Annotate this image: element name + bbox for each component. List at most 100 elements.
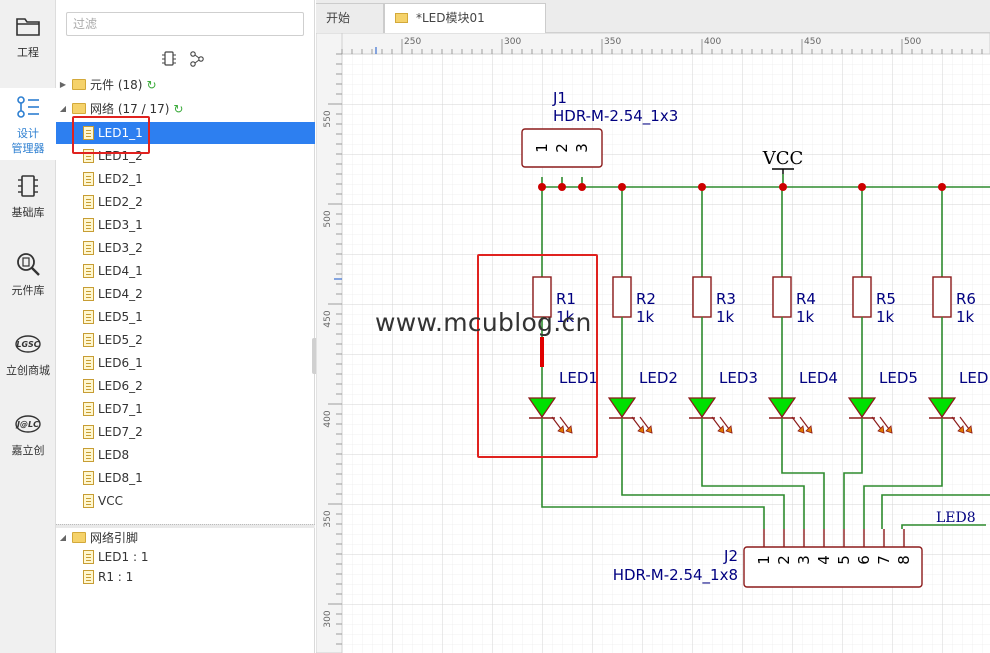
ruler-tick-label: 450	[804, 37, 821, 47]
led-symbol[interactable]	[767, 397, 797, 419]
refresh-icon[interactable]: ↻	[173, 102, 184, 116]
net-pin-label: R1 : 1	[98, 570, 134, 584]
rail-item-jlc[interactable]: J@LC 嘉立创	[0, 410, 56, 470]
resistor-body[interactable]	[772, 276, 792, 318]
left-rail: 工程 设计 管理器 基础库 元件库 LGSC 立创商城 J@LC 嘉立创	[0, 0, 56, 653]
net-item[interactable]: LED2_1	[56, 168, 315, 190]
tree-node-nets[interactable]: ◢ 网络 (17 / 17)↻	[56, 98, 315, 120]
junction-dots	[538, 183, 946, 191]
folder-icon	[16, 18, 40, 36]
ruler-tick-label: 450	[323, 310, 333, 327]
j2-value: HDR-M-2.54_1x8	[613, 566, 738, 585]
led-light-arrow-head	[645, 425, 653, 434]
expand-arrow-icon[interactable]: ▶	[59, 80, 67, 89]
tab-start-label: 开始	[326, 11, 351, 25]
led-ref: LED5	[879, 369, 918, 387]
tab-start[interactable]: 开始	[316, 3, 384, 33]
filter-input[interactable]	[66, 12, 304, 36]
net-item[interactable]: LED8	[56, 444, 315, 466]
refresh-icon[interactable]: ↻	[146, 78, 157, 92]
net-item[interactable]: LED5_2	[56, 329, 315, 351]
rail-item-component-library[interactable]: 元件库	[0, 250, 56, 310]
net-item[interactable]: LED7_1	[56, 398, 315, 420]
net-item[interactable]: LED3_2	[56, 237, 315, 259]
net-item[interactable]: LED6_1	[56, 352, 315, 374]
led-symbol[interactable]	[927, 397, 957, 419]
rail-item-basic-library-label: 基础库	[11, 206, 45, 219]
net-file-icon	[83, 333, 94, 347]
tree-node-components[interactable]: ▶ 元件 (18)↻	[56, 74, 315, 96]
led-ref: LED4	[799, 369, 838, 387]
net-item-label: LED7_2	[98, 425, 143, 439]
net-item-label: LED8_1	[98, 471, 143, 485]
resistor-value: 1k	[716, 308, 735, 326]
tree-node-nets-label: 网络 (17 / 17)	[90, 102, 170, 116]
net-item[interactable]: LED4_1	[56, 260, 315, 282]
led-symbol[interactable]	[607, 397, 637, 419]
net-file-icon	[83, 241, 94, 255]
resistor-ref: R4	[796, 290, 816, 308]
net-item[interactable]: VCC	[56, 490, 315, 512]
net-item[interactable]: LED3_1	[56, 214, 315, 236]
led-symbol[interactable]	[847, 397, 877, 419]
net-item-label: LED6_2	[98, 379, 143, 393]
net-label-led8[interactable]: LED8	[936, 510, 976, 526]
tree-node-net-pins-label: 网络引脚	[90, 531, 139, 545]
wires	[541, 174, 990, 529]
folder-icon	[395, 13, 408, 23]
led-symbol[interactable]	[527, 397, 557, 419]
ruler-tick-label: 300	[504, 37, 521, 47]
rail-item-basic-library[interactable]: 基础库	[0, 172, 56, 232]
folder-icon	[72, 79, 86, 90]
rail-item-lcsc-mall[interactable]: LGSC 立创商城	[0, 330, 56, 390]
net-item-label: VCC	[98, 494, 123, 508]
j2-pin-number: 4	[815, 555, 833, 565]
watermark-text: www.mcublog.cn	[375, 308, 592, 337]
panel-splitter[interactable]	[56, 524, 315, 528]
led-symbol[interactable]	[687, 397, 717, 419]
resistor-body[interactable]	[692, 276, 712, 318]
net-view-icon[interactable]	[190, 51, 204, 67]
net-item[interactable]: LED5_1	[56, 306, 315, 328]
ruler-tick-label: 400	[323, 410, 333, 427]
net-pin-item[interactable]: R1 : 1	[56, 566, 315, 588]
net-item-label: LED3_1	[98, 218, 143, 232]
resistor-body[interactable]	[852, 276, 872, 318]
resistor-body[interactable]	[932, 276, 952, 318]
net-item[interactable]: LED8_1	[56, 467, 315, 489]
collapse-arrow-icon[interactable]: ◢	[59, 533, 67, 542]
net-item-label: LED3_2	[98, 241, 143, 255]
net-file-icon	[83, 172, 94, 186]
net-file-icon	[83, 379, 94, 393]
net-item[interactable]: LED2_2	[56, 191, 315, 213]
net-item[interactable]: LED6_2	[56, 375, 315, 397]
rail-item-design-manager-label: 设计 管理器	[11, 127, 45, 155]
ruler-tick-label: 350	[323, 510, 333, 527]
net-pin-item[interactable]: LED1 : 1	[56, 546, 315, 568]
collapse-arrow-icon[interactable]: ◢	[59, 104, 67, 113]
component-view-icon[interactable]	[162, 51, 176, 66]
resistor-body[interactable]	[612, 276, 632, 318]
tab-led-module[interactable]: *LED模块01	[384, 3, 546, 33]
svg-text:LGSC: LGSC	[16, 340, 39, 349]
net-item[interactable]: LED1_1	[56, 122, 315, 144]
net-item[interactable]: LED7_2	[56, 421, 315, 443]
tree-node-net-pins[interactable]: ◢ 网络引脚	[56, 527, 315, 549]
rail-item-project[interactable]: 工程	[0, 12, 56, 72]
net-item[interactable]: LED4_2	[56, 283, 315, 305]
net-file-icon	[83, 310, 94, 324]
led-light-arrow-head	[805, 425, 813, 434]
rail-item-design-manager[interactable]: 设计 管理器	[0, 88, 56, 160]
